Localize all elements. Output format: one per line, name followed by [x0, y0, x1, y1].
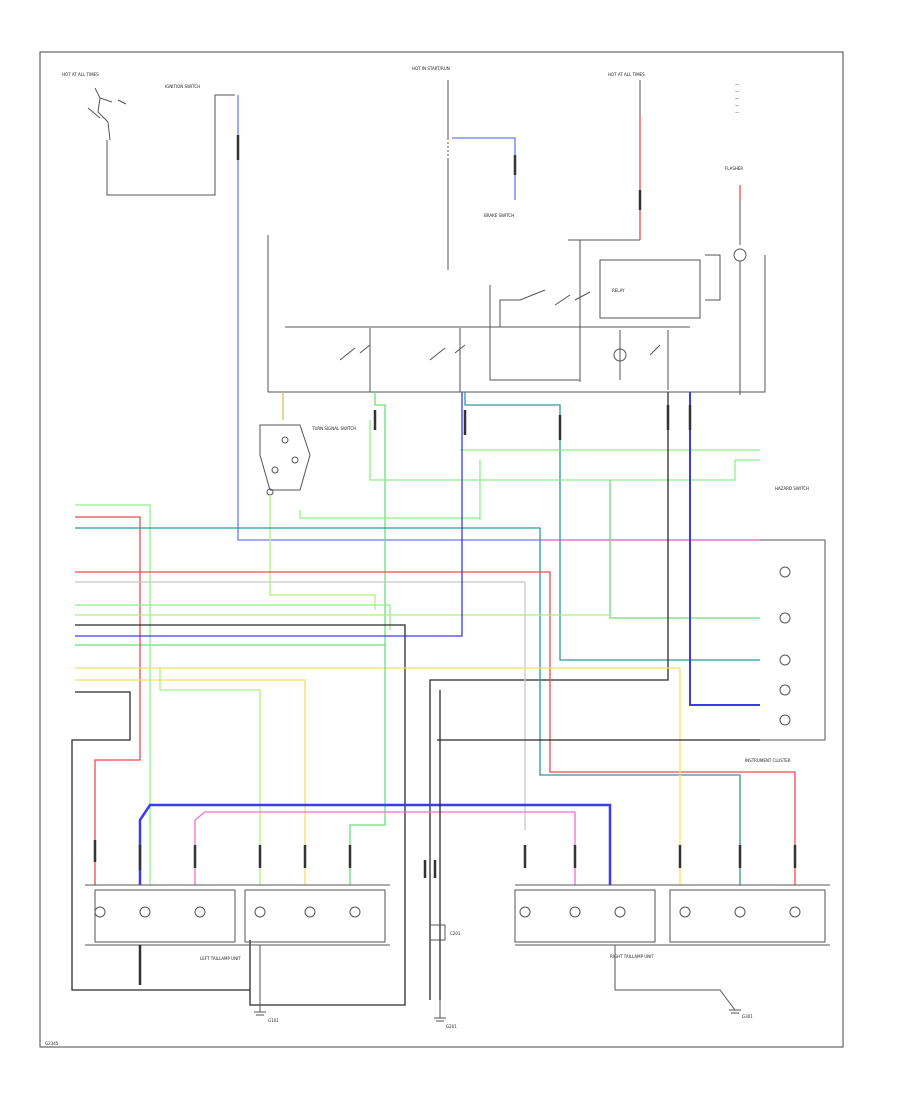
bulb-icon: [519, 906, 531, 918]
svg-text:—: —: [735, 110, 739, 115]
wire-green-lunit-2: [349, 645, 386, 885]
wire-left-teal: [75, 527, 741, 885]
bulb-icon: [194, 906, 206, 918]
wire-left-gray: [75, 581, 526, 830]
connector-label: C201: [450, 931, 461, 936]
diagram-frame: [39, 51, 844, 1048]
instrument-cluster: INSTRUMENT CLUSTER: [745, 539, 826, 763]
fuse-left-label: HOT AT ALL TIMES: [62, 72, 99, 77]
bulb-icon: [779, 714, 791, 726]
wire-blue-taillamp: [138, 803, 612, 885]
bulb-icon: [734, 906, 746, 918]
wire-green-1: [75, 392, 386, 646]
ground-icon: G301: [614, 945, 753, 1019]
wire-green-2: [369, 420, 760, 481]
cluster-label: INSTRUMENT CLUSTER: [745, 758, 791, 763]
bulb-icon: [733, 248, 747, 262]
svg-text:—: —: [735, 82, 739, 87]
wire-connectors: [93, 840, 797, 878]
wire-green-5: [269, 495, 376, 610]
ignition-label: IGNITION SWITCH: [165, 84, 200, 89]
wire-pink-taillamp: [194, 811, 576, 885]
flasher-group: FLASHER: [725, 166, 747, 395]
bulb-icon: [679, 906, 691, 918]
fuse-right-group: HOT AT ALL TIMES: [608, 72, 645, 240]
bulb-icon: [779, 654, 791, 666]
ground-right-label: G301: [742, 1014, 753, 1019]
wire-left-black: [75, 624, 406, 1006]
wire-green-lunit: [159, 668, 261, 885]
svg-text:—: —: [735, 103, 739, 108]
bulb-icon: [779, 566, 791, 578]
bulb-icon: [569, 906, 581, 918]
wire-green-4: [299, 460, 481, 520]
bulb-icon: [94, 906, 106, 918]
ground-icon: G101: [254, 945, 279, 1023]
bulb-icon: [349, 906, 361, 918]
ground-icon: G201: [434, 1000, 457, 1029]
wire-green-cluster: [609, 480, 760, 619]
legend-top-right: — — — — —: [735, 82, 739, 115]
left-unit-label: LEFT TAILLAMP UNIT: [200, 956, 241, 961]
flasher-label: FLASHER: [725, 166, 743, 171]
wire-left-yellow-2: [75, 679, 306, 885]
bulb-icon: [779, 684, 791, 696]
bulb-icon: [614, 906, 626, 918]
wire-left-red-top: [75, 516, 141, 885]
relay-label: RELAY: [612, 288, 625, 293]
switch-bus: [267, 235, 766, 393]
wire-teal-right: [464, 392, 760, 661]
hazard-label: HAZARD SWITCH: [775, 486, 809, 491]
svg-text:—: —: [735, 96, 739, 101]
wire-left-lime-1: [75, 604, 391, 630]
wire-left-green-top: [75, 504, 151, 885]
ground-mid-label: G201: [446, 1024, 457, 1029]
brake-switch-label: BRAKE SWITCH: [484, 213, 514, 218]
wire-blue-top: [452, 137, 516, 200]
bulb-icon: [304, 906, 316, 918]
ground-left-label: G101: [268, 1018, 279, 1023]
fuse-right-label: HOT AT ALL TIMES: [608, 72, 645, 77]
bottom-tag: G2345: [45, 1041, 59, 1046]
right-unit-label: RIGHT TAILLAMP UNIT: [610, 954, 654, 959]
left-taillamp-unit: LEFT TAILLAMP UNIT: [85, 884, 390, 961]
wire-black-right: [429, 392, 669, 1000]
wire-left-black-2: [71, 691, 250, 991]
wire-left-yellow-1: [75, 667, 681, 885]
connector-icon: C201: [430, 924, 461, 941]
wire-left-red: [75, 571, 796, 885]
turn-switch-label: TURN SIGNAL SWITCH: [311, 426, 356, 431]
turn-switch-group: TURN SIGNAL SWITCH: [259, 424, 356, 496]
svg-text:—: —: [735, 89, 739, 94]
right-taillamp-unit: RIGHT TAILLAMP UNIT: [514, 884, 830, 959]
relay-group: RELAY: [489, 239, 721, 390]
wire-blue-right: [689, 392, 760, 706]
bulb-icon: [779, 612, 791, 624]
fuse-middle-group: HOT IN START/RUN: [412, 66, 450, 270]
bulb-icon: [613, 348, 627, 362]
fuse-mid-label: HOT IN START/RUN: [412, 66, 450, 71]
wire-left-blue: [75, 392, 463, 637]
bulb-icon: [789, 906, 801, 918]
bulb-icon: [254, 906, 266, 918]
ignition-switch-group: HOT AT ALL TIMES IGNITION SWITCH: [62, 72, 235, 196]
bulb-icon: [139, 906, 151, 918]
